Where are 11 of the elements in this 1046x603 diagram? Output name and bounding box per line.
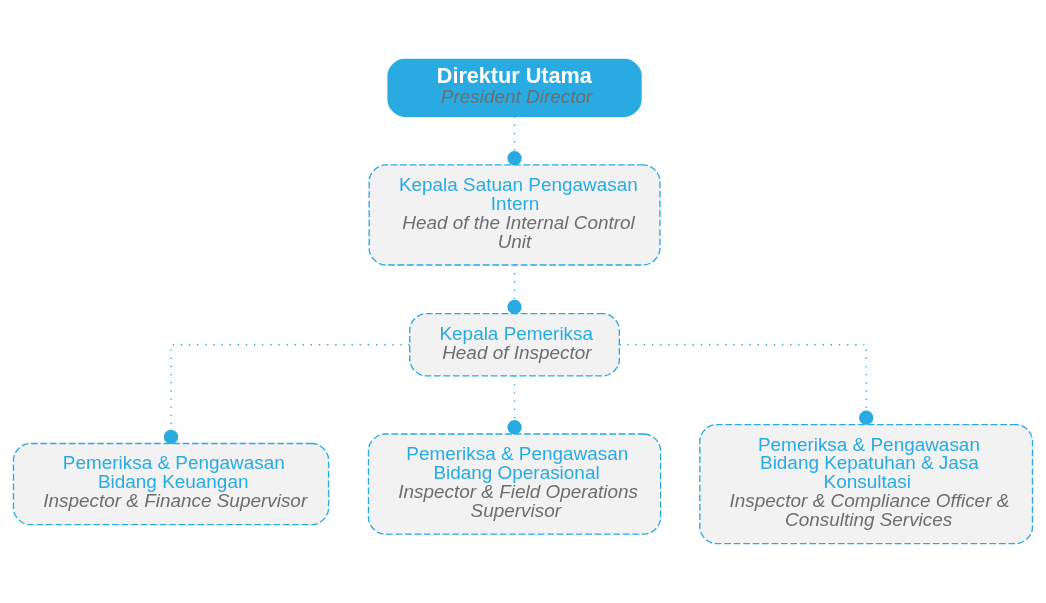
node-box: Pemeriksa & Pengawasan Bidang Keuangan Inspector & Finance Supervisor (12, 442, 330, 526)
node-box: Kepala Satuan Pengawasan Intern Head of the Internal Control Unit (368, 164, 661, 266)
connector (507, 375, 522, 435)
connector (507, 116, 522, 166)
node-box: Pemeriksa & Pengawasan Bidang Kepatuhan & Jasa Konsultasi Inspector & Compliance Officer & Consulting Services (699, 423, 1034, 545)
node-box: Direktur Utama President Director (387, 58, 642, 117)
connector (163, 344, 411, 445)
node-box: Kepala Pemeriksa Head of Inspector (409, 313, 621, 377)
connector (507, 264, 522, 315)
node-box: Pemeriksa & Pengawasan Bidang Operasional Inspector & Field Operations Supervisor (367, 433, 662, 535)
connector (618, 344, 874, 425)
